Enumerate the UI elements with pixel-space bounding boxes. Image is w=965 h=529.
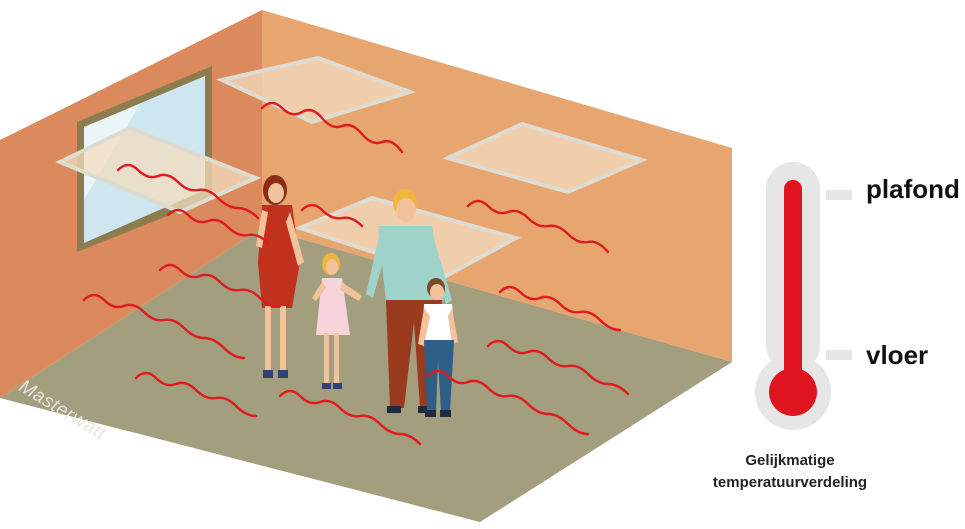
boy-figure [418,278,458,417]
heat-wave [166,208,270,245]
heat-wave [278,389,422,446]
caption-line-2: temperatuurverdeling [712,474,868,491]
plafond-label: plafond [866,174,960,204]
heat-wave [498,285,622,332]
temperature-caption: Gelijkmatige temperatuurverdeling [680,450,900,494]
heat-wave [300,203,364,228]
heat-wave [116,163,260,220]
heat-wave [486,339,630,396]
girl-figure [312,253,362,389]
family [256,175,458,417]
heat-wave [466,199,610,254]
caption-line-1: Gelijkmatige [745,452,835,469]
floor [0,228,732,522]
woman-figure [256,175,304,378]
tick-plafond [826,190,852,200]
tick-vloer [826,350,852,360]
heat-wave [260,101,404,154]
heat-waves [82,101,630,446]
thermometer [755,162,852,430]
ceiling-panel [442,121,648,195]
heat-wave [82,293,246,360]
heat-wave [426,369,590,436]
heat-wave [158,263,282,308]
vloer-label: vloer [866,340,929,370]
heat-wave [134,371,258,418]
